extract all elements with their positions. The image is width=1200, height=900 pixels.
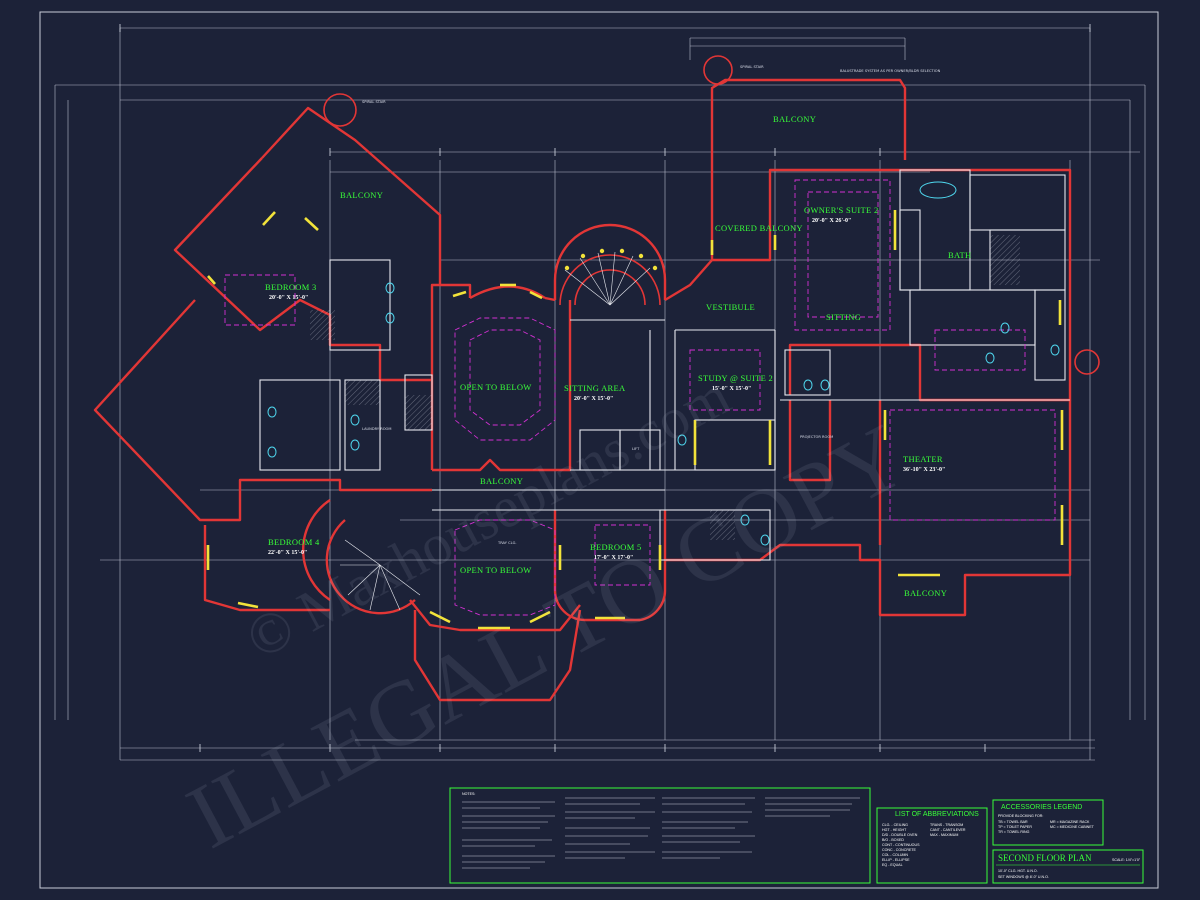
sheet-border [39, 11, 1159, 889]
abbreviations-title: LIST OF ABBREVIATIONS [895, 811, 979, 818]
annotation-text: BALUSTRADE SYSTEM AS PER OWNER/BLDR SELE… [840, 69, 941, 73]
room-label: BEDROOM 5 [590, 542, 642, 552]
abbreviation-item: ELLIP - ELLIPSE [882, 858, 910, 862]
abbreviation-item: CONT - CONTINUOUS [882, 843, 920, 847]
annotation-text: LAUNDRY ROOM [362, 427, 392, 431]
dimension-ticks [119, 24, 1091, 752]
room-label: OPEN TO BELOW [460, 565, 532, 575]
plan-scale: SCALE: 1/4"=1'0" [1112, 858, 1141, 862]
annotation-text: LIFT [632, 447, 640, 451]
room-label: COVERED BALCONY [715, 223, 803, 233]
abbreviation-item: CONC - CONCRETE [882, 848, 917, 852]
abbreviations-box: LIST OF ABBREVIATIONS CLG. - CEILING HGT… [876, 807, 988, 884]
notes-box: NOTES: [449, 787, 871, 884]
room-size: 20'-0" X 26'-0" [812, 218, 851, 224]
room-label: SITTING [826, 312, 861, 322]
annotations: SPIRAL STAIR SPIRAL STAIR BALUSTRADE SYS… [362, 65, 941, 545]
room-labels: BALCONY BALCONY COVERED BALCONY OWNER'S … [265, 114, 971, 598]
room-label: OWNER'S SUITE 2 [804, 205, 879, 215]
room-label: BALCONY [480, 476, 523, 486]
ceiling-note: SET WINDOWS @ 8'-0" U.N.O. [998, 875, 1049, 879]
hatched-areas [310, 235, 1020, 540]
abbreviation-item: CANT - CANTILEVER [930, 828, 966, 832]
room-label: OPEN TO BELOW [460, 382, 532, 392]
room-label: STUDY @ SUITE 2 [698, 373, 773, 383]
watermarks: ILLEGAL TO COPY © Maxhouseplans.com [172, 362, 922, 868]
exterior-walls [93, 78, 1072, 702]
ceiling-note: 10'-0" CLG. HGT. U.N.O. [998, 869, 1038, 873]
annotation-text: SPIRAL STAIR [740, 65, 764, 69]
abbreviation-item: TRANS - TRANSOM [930, 823, 963, 827]
windows [206, 210, 1064, 630]
room-size: 36'-10" X 23'-0" [903, 467, 945, 473]
abbreviation-item: HGT - HEIGHT [882, 828, 907, 832]
abbreviation-item: B/O - BOXED [882, 838, 904, 842]
accessory-item: TR = TOWEL RING [998, 830, 1030, 834]
stair-lights [564, 248, 658, 271]
abbreviation-item: D/D - DOUBLE OVEN [882, 833, 918, 837]
abbreviation-item: CLG. - CEILING [882, 823, 908, 827]
room-label: BEDROOM 3 [265, 282, 317, 292]
accessory-item: MR = MAGAZINE RACK [1050, 820, 1090, 824]
room-label: BALCONY [904, 588, 947, 598]
accessories-title: ACCESSORIES LEGEND [1001, 804, 1082, 811]
room-label: BALCONY [773, 114, 816, 124]
room-label: VESTIBULE [706, 302, 755, 312]
room-size: 20'-0" X 15'-0" [269, 295, 308, 301]
room-label: THEATER [903, 454, 943, 464]
abbreviation-item: COL - COLUMN [882, 853, 908, 857]
annotation-text: TRAY CLG. [497, 541, 517, 545]
room-label-line: COVERED BALCONY [715, 223, 803, 233]
plan-title: SECOND FLOOR PLAN [998, 853, 1092, 863]
room-size: 17'-0" X 17'-0" [594, 555, 633, 561]
accessory-item: MC = MEDICINE CABINET [1050, 825, 1095, 829]
accessory-item: TP = TOILET PAPER [998, 825, 1032, 829]
tray-ceilings [224, 179, 1056, 616]
room-label: BALCONY [340, 190, 383, 200]
title-block: SECOND FLOOR PLAN SCALE: 1/4"=1'0" 10'-0… [992, 849, 1144, 884]
room-size: 20'-0" X 15'-0" [574, 396, 613, 402]
accessory-item: PROVIDE BLOCKING FOR: [998, 814, 1043, 818]
annotation-text: PROJECTOR ROOM [800, 435, 833, 439]
room-label: SITTING AREA [564, 383, 626, 393]
room-label: BEDROOM 4 [268, 537, 320, 547]
annotation-text: SPIRAL STAIR [362, 100, 386, 104]
abbreviation-item: EQ - EQUAL [882, 863, 903, 867]
accessory-item: TB = TOWEL BAR [998, 820, 1028, 824]
stair-treads [340, 251, 651, 611]
notes-title: NOTES: [462, 792, 475, 796]
spiral-stairs [323, 55, 1100, 375]
abbreviation-item: MAX - MAXIMUM [930, 833, 958, 837]
accessories-box: ACCESSORIES LEGEND PROVIDE BLOCKING FOR:… [992, 799, 1104, 846]
room-size: 22'-0" X 15'-0" [268, 550, 307, 556]
room-label: BATH [948, 250, 971, 260]
plumbing-fixtures [267, 181, 1060, 546]
room-size: 15'-0" X 15'-0" [712, 386, 751, 392]
notes-text-lines [462, 797, 860, 869]
